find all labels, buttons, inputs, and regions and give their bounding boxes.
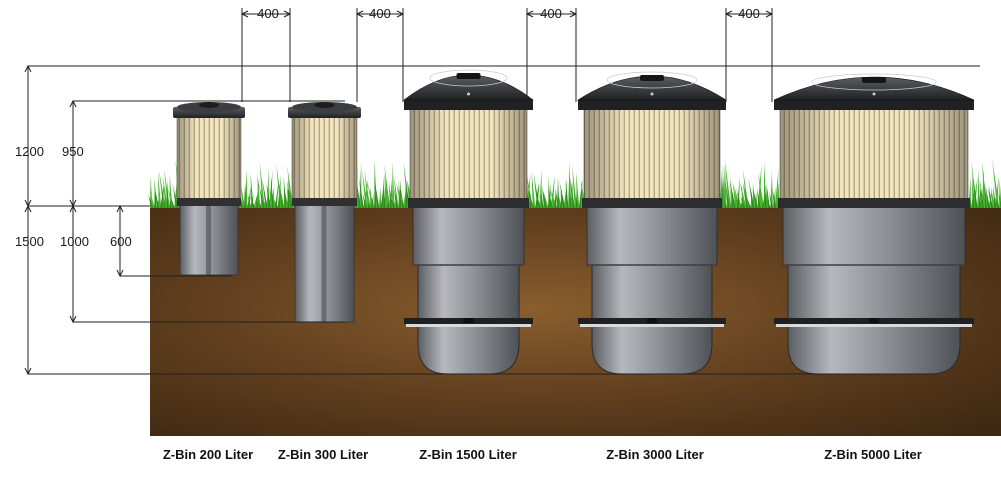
bin-3000-lid-rim: [578, 100, 726, 110]
height-label-950: 950: [62, 144, 84, 159]
bin-3000-slats-shade: [584, 108, 720, 205]
gap-label-1: 400: [257, 6, 279, 21]
bin-label-300: Z-Bin 300 Liter: [278, 447, 368, 462]
gap-dim-2-arrow-left: [355, 10, 364, 18]
bin-1500-lid-handle: [456, 73, 481, 79]
bin-3000-lid-handle: [640, 75, 664, 81]
bin-3000-tank-upper: [586, 204, 718, 266]
bin-300-base-ring: [292, 198, 357, 206]
bin-3000-lid-ring: [606, 71, 698, 89]
depth-label-1500: 1500: [15, 234, 44, 249]
gap-dim-1-arrow-right: [283, 10, 292, 18]
bin-1500-flange-band: [406, 324, 531, 327]
bin-label-200: Z-Bin 200 Liter: [163, 447, 253, 462]
bin-1500: [403, 69, 534, 375]
bin-200-base-ring: [177, 198, 241, 206]
gap-label-3: 400: [540, 6, 562, 21]
gap-dim-1-arrow-left: [240, 10, 249, 18]
bin-3000-lid-bolt: [650, 92, 654, 96]
bin-200-slats-shade: [177, 116, 241, 205]
bin-5000-base-ring: [778, 198, 970, 208]
dim-1200-arrow-top: [24, 64, 32, 73]
dim-950-arrow-top: [69, 99, 77, 108]
bin-200-tube-seam: [206, 205, 211, 275]
bin-1500-lid-ring: [429, 69, 508, 87]
bin-1500-tank-upper: [412, 204, 525, 266]
bin-3000-base-ring: [582, 198, 722, 208]
bin-3000-flange-lock: [647, 318, 657, 323]
bin-1500-flange-lock: [463, 318, 474, 323]
bin-1500-slats-shade: [410, 108, 527, 205]
bin-5000-lid-handle: [862, 77, 886, 83]
bin-1500-lid-rim: [404, 100, 533, 110]
height-label-1200: 1200: [15, 144, 44, 159]
bin-5000-lid-ring: [811, 73, 937, 91]
depth-label-1000: 1000: [60, 234, 89, 249]
dim-1000-arrow-top: [69, 204, 77, 213]
bin-5000-tank-upper: [782, 204, 966, 266]
bin-1500-base-ring: [408, 198, 529, 208]
bin-200: [173, 102, 245, 276]
dim-600-arrow-bottom: [116, 269, 124, 278]
bin-300-tube-seam: [321, 205, 327, 322]
bin-300-slats-shade: [292, 116, 357, 205]
dim-600-arrow-top: [116, 204, 124, 213]
bin-label-1500: Z-Bin 1500 Liter: [419, 447, 517, 462]
gap-label-2: 400: [369, 6, 391, 21]
dim-1500-arrow-top: [24, 204, 32, 213]
bin-label-5000: Z-Bin 5000 Liter: [824, 447, 922, 462]
dim-1000-arrow-bottom: [69, 315, 77, 324]
gap-dim-2-arrow-right: [396, 10, 405, 18]
dim-1500-arrow-bottom: [24, 367, 32, 376]
depth-label-600: 600: [110, 234, 132, 249]
bin-300: [288, 102, 361, 323]
bin-1500-lid-bolt: [467, 92, 470, 96]
gap-dim-3-arrow-right: [569, 10, 578, 18]
bin-5000: [773, 73, 975, 375]
bin-200-lid-handle: [199, 102, 219, 108]
bin-5000-flange-lock: [869, 318, 879, 323]
bin-5000-lid-rim: [774, 100, 974, 110]
bin-5000-lid-bolt: [872, 92, 876, 96]
gap-dim-4-arrow-left: [724, 10, 733, 18]
gap-dim-3-arrow-left: [525, 10, 534, 18]
bin-3000-flange-band: [580, 324, 724, 327]
gap-label-4: 400: [738, 6, 760, 21]
bin-5000-slats-shade: [780, 108, 968, 205]
bin-3000: [576, 71, 728, 375]
bin-label-3000: Z-Bin 3000 Liter: [606, 447, 704, 462]
bin-5000-flange-band: [776, 324, 972, 327]
bin-300-lid-handle: [314, 102, 335, 108]
gap-dim-4-arrow-right: [765, 10, 774, 18]
